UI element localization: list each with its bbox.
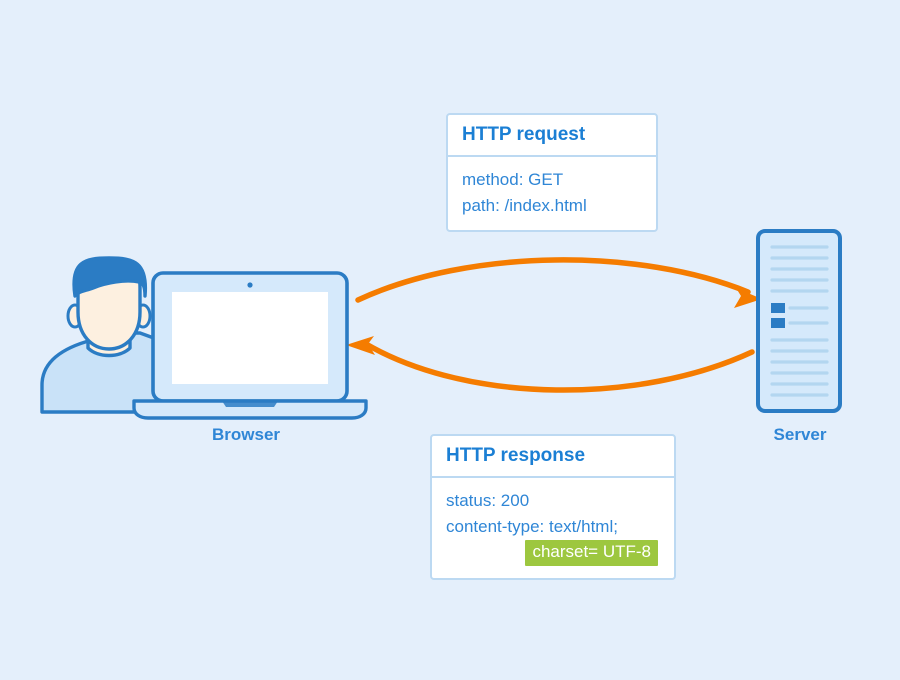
server-label: Server [773, 425, 827, 444]
http-request-body: method: GET path: /index.html [448, 157, 656, 231]
request-arrow [355, 257, 762, 308]
http-request-title: HTTP request [448, 115, 656, 157]
http-request-box: HTTP request method: GET path: /index.ht… [446, 113, 658, 233]
http-response-box: HTTP response status: 200 content-type: … [430, 434, 676, 580]
laptop-icon [132, 271, 368, 420]
http-request-line-method: method: GET [462, 169, 564, 189]
server-icon [756, 229, 842, 413]
browser-label: Browser [211, 425, 281, 444]
http-response-line-charset-wrap: charset= UTF-8 [446, 539, 660, 566]
http-response-body: status: 200 content-type: text/html; cha… [432, 478, 674, 578]
response-arrow [346, 336, 755, 393]
charset-highlight: charset= UTF-8 [525, 540, 658, 566]
http-response-title: HTTP response [432, 436, 674, 478]
http-response-line-content-type: content-type: text/html; [446, 516, 618, 536]
http-request-line-path: path: /index.html [462, 195, 587, 215]
http-response-line-status: status: 200 [446, 490, 530, 510]
